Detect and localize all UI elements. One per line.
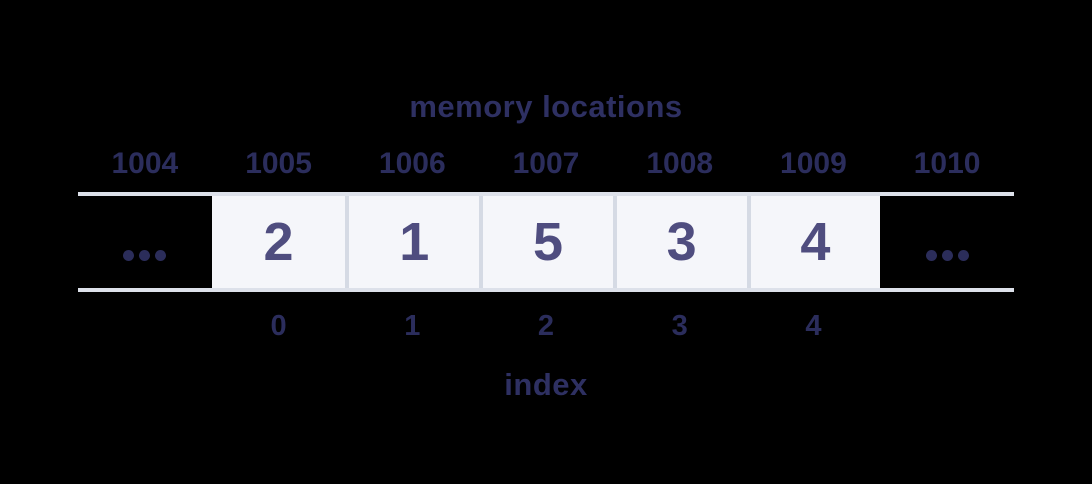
address-label: 1007 (512, 147, 580, 180)
memory-cell: 2 (211, 196, 346, 288)
ellipsis-cell-left (78, 196, 212, 288)
diagram-title: memory locations (409, 89, 683, 124)
memory-cells-row: 2 1 5 3 4 (78, 192, 1014, 292)
address-label: 1006 (378, 147, 446, 180)
index-spacer (880, 308, 1014, 344)
address-label: 1004 (111, 147, 179, 180)
index-label: 4 (805, 310, 822, 342)
address-row: 1004 1005 1006 1007 1008 1009 1010 (78, 145, 1014, 182)
address-label: 1010 (913, 147, 981, 180)
ellipsis-cell-right (880, 196, 1014, 288)
ellipsis-icon (123, 249, 167, 261)
address-label: 1008 (646, 147, 714, 180)
index-label: 2 (537, 310, 555, 342)
index-label: 3 (671, 310, 688, 342)
index-row: 0 1 2 3 4 (78, 308, 1014, 344)
memory-cell: 3 (612, 196, 747, 288)
index-label: 1 (404, 310, 421, 342)
memory-locations-diagram: memory locations 1004 1005 1006 1007 100… (78, 0, 1014, 403)
index-label: 0 (270, 310, 287, 342)
memory-cell: 1 (345, 196, 480, 288)
index-spacer (78, 308, 212, 344)
memory-cell: 5 (479, 196, 613, 288)
index-caption: index (504, 367, 588, 402)
memory-cell: 4 (746, 196, 881, 288)
address-label: 1009 (780, 147, 847, 180)
address-label: 1005 (245, 147, 312, 180)
ellipsis-icon (925, 249, 969, 261)
